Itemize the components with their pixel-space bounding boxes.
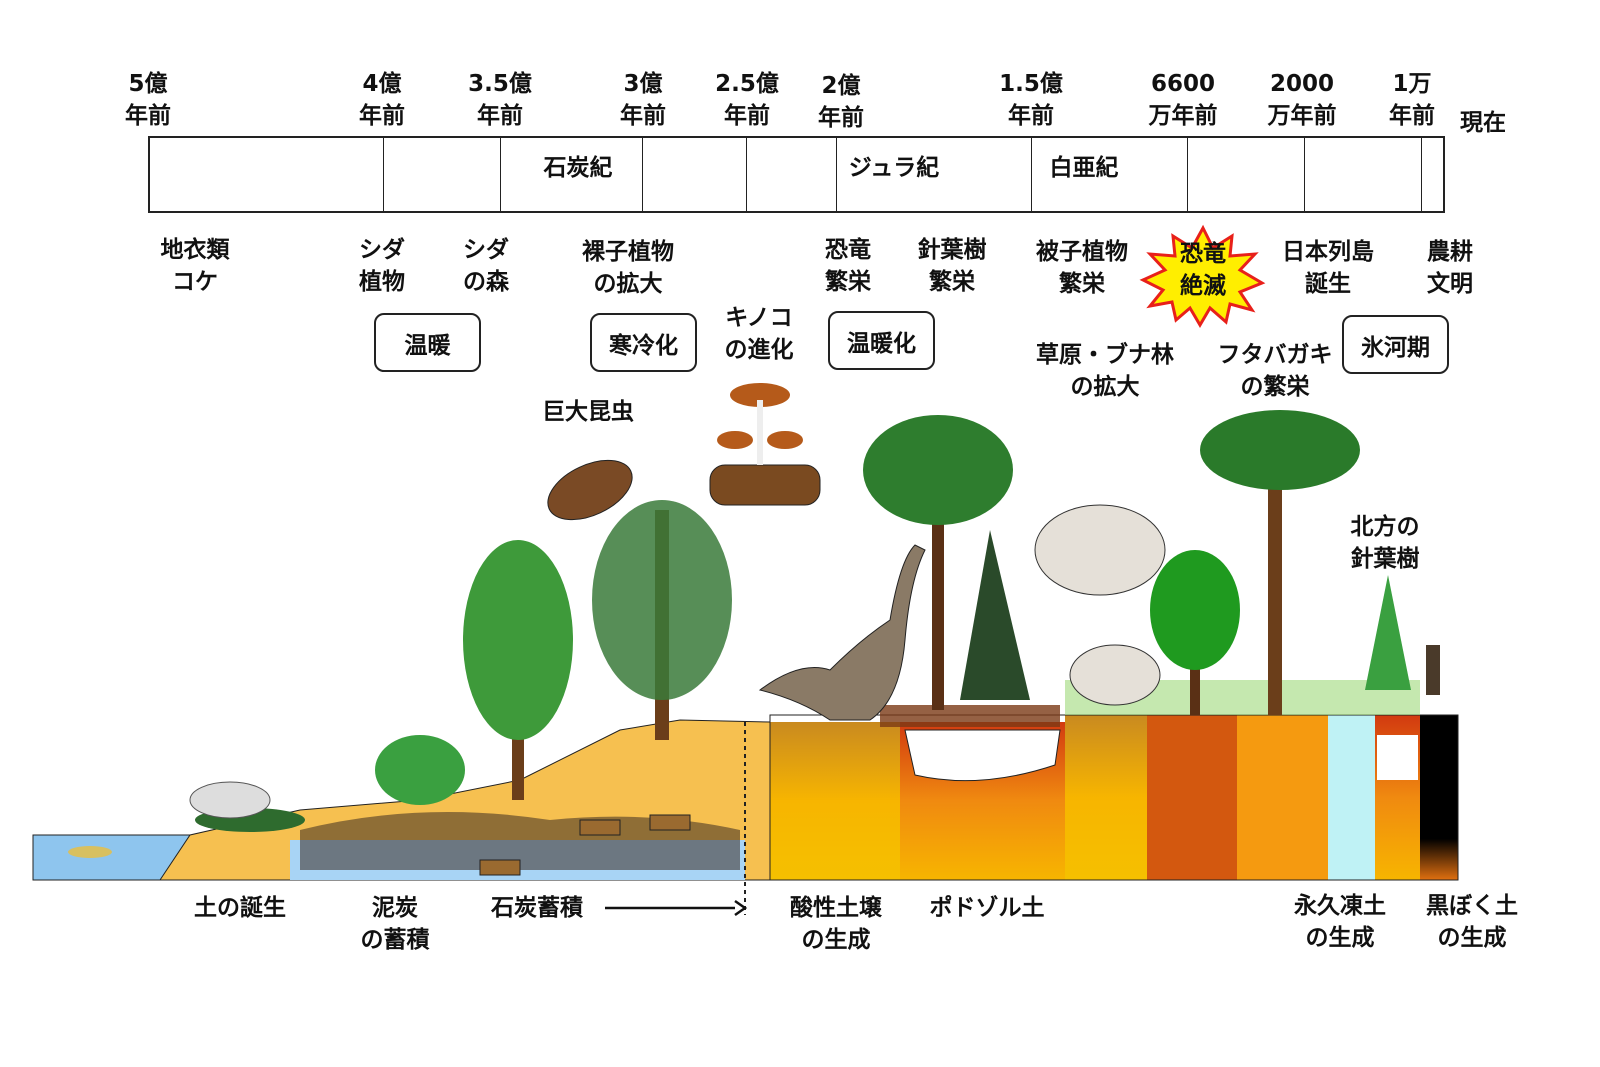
tick-3.5oku: 3.5億年前 [468, 71, 532, 129]
soil-peat: 泥炭の蓄積 [360, 895, 430, 953]
soil-podzol: ポドゾル土 [929, 895, 1045, 921]
event-gymnosperms: 裸子植物の拡大 [582, 239, 674, 297]
tick-2.5oku: 2.5億年前 [715, 71, 779, 129]
ferns [375, 735, 465, 805]
soil-acidic: 酸性土壌の生成 [790, 895, 882, 953]
climate-warm: 温暖 [374, 313, 481, 372]
climate-ice-age: 氷河期 [1342, 315, 1449, 374]
human [1426, 645, 1440, 695]
mushrooms [709, 383, 821, 506]
note-giant-insect: 巨大昆虫 [542, 399, 634, 425]
fern-tree [463, 540, 573, 800]
period-cretaceous: 白亜紀 [1049, 155, 1119, 181]
climate-warming: 温暖化 [828, 311, 935, 370]
note-grassland: 草原・ブナ林の拡大 [1036, 342, 1174, 400]
soil-permafrost: 永久凍土の生成 [1294, 893, 1386, 951]
moss [189, 781, 305, 832]
tick-1.5oku: 1.5億年前 [999, 71, 1063, 129]
period-jurassic: ジュラ紀 [848, 155, 940, 181]
event-dinosaurs: 恐竜繁栄 [825, 237, 871, 295]
tick-present: 現在 [1460, 110, 1506, 136]
tick-5oku: 5億年前 [125, 71, 171, 129]
permafrost [1328, 715, 1375, 880]
tick-3oku: 3億年前 [620, 71, 666, 129]
note-boreal-conifer: 北方の針葉樹 [1350, 514, 1420, 572]
extinction-star-icon [1139, 224, 1266, 328]
soil-birth: 土の誕生 [194, 895, 286, 921]
t-rex [1034, 504, 1166, 596]
event-ferns: シダ植物 [359, 237, 405, 295]
event-fern-forest: シダの森 [463, 237, 509, 295]
acidic-soil [770, 722, 900, 880]
tick-4oku: 4億年前 [359, 71, 405, 129]
soil-andosol: 黒ぼく土の生成 [1426, 893, 1518, 951]
boreal-conifer [1365, 575, 1411, 690]
triceratops [1069, 644, 1161, 706]
fir-tree [960, 530, 1030, 700]
event-lichen-moss: 地衣類コケ [160, 237, 230, 295]
event-extinction: 恐竜絶滅 [1180, 241, 1226, 299]
period-carboniferous: 石炭紀 [543, 155, 613, 181]
event-japan: 日本列島誕生 [1282, 239, 1374, 297]
note-dipterocarp: フタバガキの繁栄 [1217, 342, 1333, 400]
beech-tree [1150, 550, 1240, 715]
event-angiosperms: 被子植物繁栄 [1036, 239, 1128, 297]
sauropod [758, 544, 926, 721]
timeline-bar: 石炭紀 ジュラ紀 白亜紀 [148, 136, 1445, 213]
climate-cooling: 寒冷化 [590, 313, 697, 372]
note-mushroom: キノコの進化 [724, 305, 794, 363]
event-conifers: 針葉樹繁栄 [917, 237, 987, 295]
event-agriculture: 農耕文明 [1427, 239, 1473, 297]
gymnosperm-tree [592, 500, 732, 740]
dipterocarp-tree [1200, 410, 1360, 715]
soil-coal: 石炭蓄積 [491, 895, 583, 921]
tick-1man: 1万年前 [1389, 71, 1435, 129]
conifer-tree [863, 415, 1013, 710]
giant-insect [547, 459, 633, 521]
andosol [1420, 715, 1458, 880]
tick-2oku: 2億年前 [818, 73, 864, 131]
fish [68, 846, 112, 858]
